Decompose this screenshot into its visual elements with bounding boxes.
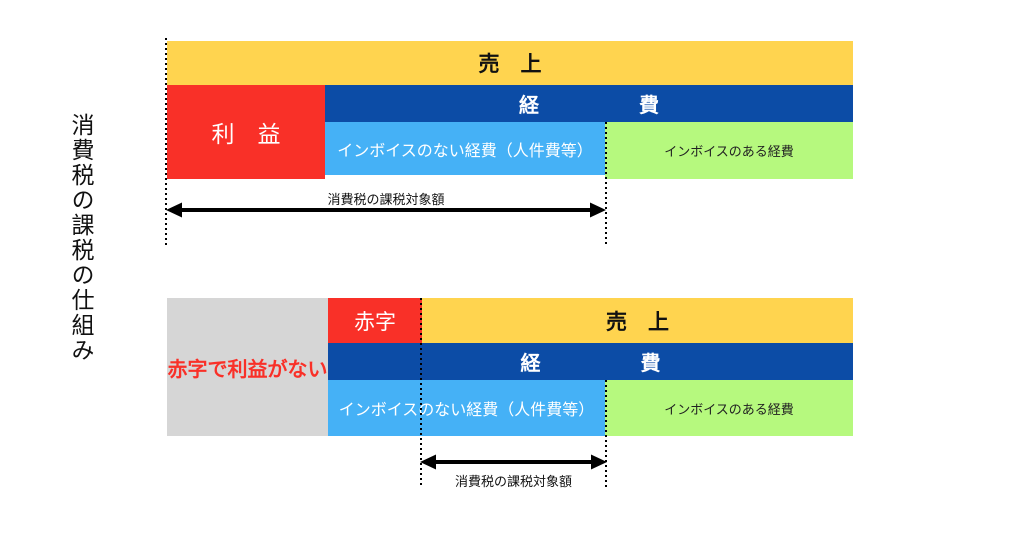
page-title: 消費税の課税の仕組み: [68, 113, 94, 363]
expenses-bar: 経 費: [325, 85, 853, 122]
profit-box: 利 益: [167, 85, 325, 179]
guide-line-left-bottom-diagram: [420, 298, 422, 487]
guide-line-left-top-diagram: [165, 38, 167, 247]
no-invoice-expenses-box: インボイスのない経費（人件費等）: [325, 122, 605, 175]
profit-label: 利 益: [211, 121, 281, 147]
with-invoice-expenses-box: インボイスのある経費: [605, 122, 853, 179]
taxable-amount-label: 消費税の課税対象額: [454, 474, 572, 489]
no-invoice-expenses-box: インボイスのない経費（人件費等）: [328, 380, 605, 436]
sales-label: 売 上: [478, 53, 542, 76]
sales-bar: 売 上: [167, 41, 853, 85]
arrowhead-left-icon: [420, 454, 436, 470]
expenses-label: 経 費: [519, 95, 659, 117]
no-invoice-expenses-label: インボイスのない経費（人件費等）: [338, 402, 595, 419]
deficit-note-box: 赤字で利益がない: [167, 298, 328, 436]
expenses-bar: 経 費: [328, 343, 853, 380]
arrowhead-left-icon: [166, 202, 182, 218]
guide-line-right-bottom-diagram: [605, 380, 607, 487]
sales-label: 売 上: [606, 310, 669, 334]
with-invoice-expenses-label: インボイスのある経費: [664, 401, 794, 417]
deficit-box: 赤字: [328, 298, 422, 343]
taxable-amount-arrow: [420, 454, 607, 470]
sales-bar: 売 上: [422, 298, 853, 343]
arrowhead-right-icon: [590, 202, 606, 218]
with-invoice-expenses-label: インボイスのある経費: [664, 144, 794, 159]
expenses-label: 経 費: [520, 353, 661, 375]
deficit-note-label: 赤字で利益がない: [167, 358, 328, 381]
deficit-label: 赤字: [354, 310, 396, 334]
arrowhead-right-icon: [591, 454, 607, 470]
taxable-amount-arrow: [166, 202, 606, 218]
taxable-amount-label: 消費税の課税対象額: [327, 192, 445, 207]
guide-line-right-top-diagram: [605, 122, 607, 247]
with-invoice-expenses-box: インボイスのある経費: [605, 380, 853, 436]
no-invoice-expenses-label: インボイスのない経費（人件費等）: [337, 142, 593, 160]
